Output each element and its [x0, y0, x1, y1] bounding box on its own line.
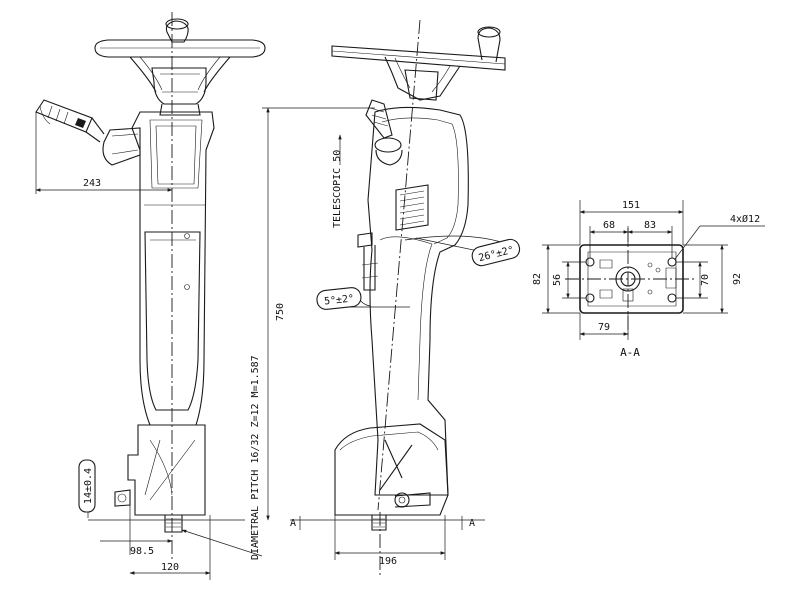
dim-98-5: 98.5 — [130, 546, 154, 557]
section-a-a — [565, 228, 695, 335]
dim-196: 196 — [379, 556, 397, 567]
section-label: A-A — [620, 346, 640, 359]
diametral-pitch-note: DIAMETRAL PITCH 16/32 Z=12 M=1.587 — [250, 355, 261, 560]
side-view — [331, 19, 506, 575]
dim-70: 70 — [700, 274, 711, 286]
dim-83: 83 — [644, 220, 656, 231]
front-steering-wheel — [94, 18, 266, 116]
dim-750: 750 — [275, 303, 286, 321]
section-marker-left: A — [290, 518, 296, 529]
dim-82: 82 — [532, 273, 543, 285]
front-base — [114, 424, 206, 533]
side-column — [357, 106, 469, 496]
dim-151: 151 — [622, 200, 640, 211]
front-column — [131, 111, 215, 426]
front-dimensions: 243 98.5 120 14±0.4 DIAMETRAL PITCH 16/3… — [35, 112, 263, 580]
holes-note: 4xØ12 — [730, 213, 760, 225]
side-base — [334, 423, 449, 531]
section-dimensions: 151 68 83 82 56 70 92 79 — [532, 200, 765, 359]
side-joystick — [365, 99, 403, 166]
dim-56: 56 — [552, 274, 563, 286]
side-dimensions: 750 A A 196 TELESCOPIC 50 26°±2° 5°±2° — [262, 107, 521, 567]
side-steering-wheel — [331, 26, 506, 101]
telescopic-note: TELESCOPIC 50 — [332, 150, 343, 228]
rake-angle-label: 5°±2° — [324, 293, 355, 307]
dim-120: 120 — [161, 562, 179, 573]
front-lever-switch — [35, 99, 141, 166]
front-view — [35, 12, 266, 560]
dim-79: 79 — [598, 322, 610, 333]
section-marker-right: A — [469, 518, 475, 529]
dim-68: 68 — [603, 220, 615, 231]
tolerance-box-14: 14±0.4 — [83, 468, 94, 504]
dim-92: 92 — [732, 273, 743, 285]
dim-243: 243 — [83, 178, 101, 189]
